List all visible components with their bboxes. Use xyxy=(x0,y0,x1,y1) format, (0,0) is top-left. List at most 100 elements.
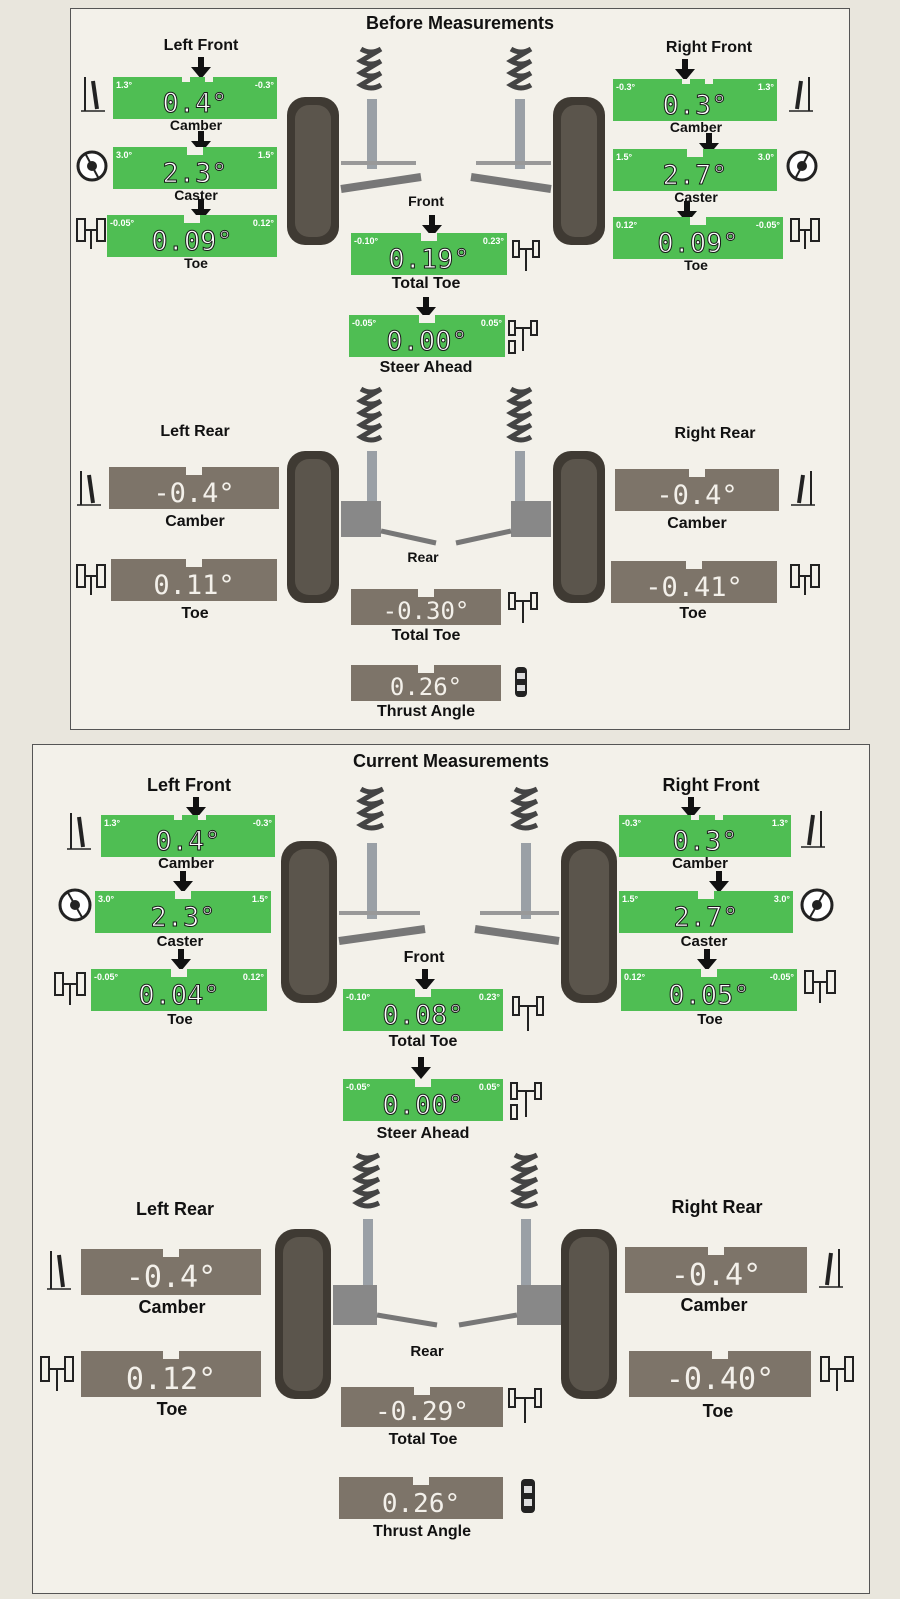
left-front-camber-value: 0.4° xyxy=(155,826,221,857)
right-rear-toe-value: -0.40° xyxy=(665,1362,775,1397)
toe-icon xyxy=(73,215,109,256)
left-front-caster-min: 3.0° xyxy=(98,894,115,904)
right-rear-toe-gauge: -0.41° xyxy=(611,561,777,603)
left-front-heading: Left Front xyxy=(163,37,239,54)
left-rear-camber-gauge: -0.4° xyxy=(81,1249,261,1295)
thrust-angle-label: Thrust Angle xyxy=(376,703,476,720)
steer-ahead-value: 0.00° xyxy=(386,326,468,357)
left-front-caster-max: 1.5° xyxy=(257,150,274,160)
thrust-angle-value: 0.26° xyxy=(381,1489,461,1519)
total-toe-icon xyxy=(507,587,541,630)
right-front-toe-value: 0.05° xyxy=(668,980,750,1011)
left-front-camber-gauge: 1.3°-0.3°0.4° xyxy=(113,77,277,119)
total-toe-icon xyxy=(507,1383,543,1430)
rear-suspension-illustration xyxy=(287,386,605,603)
left-front-toe-max: 0.12° xyxy=(242,972,264,982)
left-front-toe-label: Toe xyxy=(167,1011,193,1028)
left-front-heading: Left Front xyxy=(147,775,231,795)
left-front-toe-min: -0.05° xyxy=(110,218,135,228)
right-front-camber-min: -0.3° xyxy=(616,82,636,92)
steer-ahead-value: 0.00° xyxy=(382,1090,464,1121)
right-front-toe-max: -0.05° xyxy=(769,972,794,982)
car-icon xyxy=(517,1477,539,1520)
right-front-heading: Right Front xyxy=(665,39,753,56)
right-rear-camber-gauge: -0.4° xyxy=(615,469,779,511)
left-front-camber-gauge: 1.3°-0.3°0.4° xyxy=(101,815,275,857)
left-front-caster-gauge: 3.0°1.5°2.3° xyxy=(113,147,277,189)
thrust-angle-value: 0.26° xyxy=(389,673,463,701)
left-front-toe-value: 0.09° xyxy=(151,226,233,257)
right-front-toe-min: 0.12° xyxy=(616,220,638,230)
caster-wheel-icon xyxy=(57,887,93,928)
front-axle-label: Front xyxy=(403,949,445,966)
left-front-camber-max: -0.3° xyxy=(254,80,274,90)
left-rear-toe-label: Toe xyxy=(156,1399,188,1419)
rear-total-toe-gauge: -0.29° xyxy=(341,1387,503,1427)
left-rear-camber-gauge: -0.4° xyxy=(109,467,279,509)
left-front-caster-gauge: 3.0° 1.5° 2.3° xyxy=(95,891,271,933)
toe-icon xyxy=(801,967,839,1010)
toe-icon xyxy=(73,561,109,602)
left-front-caster-label: Caster xyxy=(174,187,218,203)
right-rear-camber-label: Camber xyxy=(680,1295,748,1315)
rear-axle-label: Rear xyxy=(410,1343,444,1360)
left-front-camber-min: 1.3° xyxy=(116,80,133,90)
toe-icon xyxy=(51,969,89,1012)
right-front-caster-label: Caster xyxy=(674,189,718,205)
right-front-toe-gauge: 0.12°-0.05°0.09° xyxy=(613,217,783,259)
steer-ahead-min: -0.05° xyxy=(346,1082,371,1092)
caster-wheel-icon xyxy=(799,887,835,928)
current-panel: Current Measurements Left Front 1.3° -0.3… xyxy=(32,744,870,1594)
right-rear-heading: Right Rear xyxy=(671,1197,763,1217)
left-front-camber-label: Camber xyxy=(158,855,214,872)
right-front-camber-label: Camber xyxy=(672,855,728,872)
right-rear-toe-gauge: -0.40° xyxy=(629,1351,811,1397)
right-front-camber-value: 0.3° xyxy=(662,90,728,121)
steer-ahead-max: 0.05° xyxy=(478,1082,500,1092)
left-rear-camber-value: -0.4° xyxy=(153,478,235,509)
before-title: Before Measurements xyxy=(365,13,555,33)
left-front-camber-max: -0.3° xyxy=(252,818,272,828)
right-front-camber-gauge: -0.3°1.3°0.3° xyxy=(613,79,777,121)
right-front-toe-max: -0.05° xyxy=(755,220,780,230)
left-rear-toe-gauge: 0.11° xyxy=(111,559,277,601)
right-front-caster-max: 3.0° xyxy=(757,152,774,162)
left-front-toe-label: Toe xyxy=(184,255,208,271)
right-rear-camber-label: Camber xyxy=(667,515,727,532)
steer-ahead-icon xyxy=(507,317,541,360)
current-title: Current Measurements xyxy=(352,751,550,771)
right-front-caster-min: 1.5° xyxy=(622,894,639,904)
toe-icon xyxy=(37,1353,77,1398)
front-total-toe-gauge: -0.10°0.23°0.19° xyxy=(351,233,507,275)
camber-icon xyxy=(817,1247,845,1294)
front-total-toe-value: 0.19° xyxy=(388,244,470,275)
toe-icon xyxy=(817,1353,857,1398)
thrust-angle-label: Thrust Angle xyxy=(372,1523,472,1540)
left-rear-camber-value: -0.4° xyxy=(125,1260,217,1295)
left-front-caster-value: 2.3° xyxy=(150,902,216,933)
thrust-angle-gauge: 0.26° xyxy=(351,665,501,701)
front-axle-label: Front xyxy=(408,193,444,209)
left-front-caster-min: 3.0° xyxy=(116,150,133,160)
left-rear-camber-label: Camber xyxy=(165,513,225,530)
steer-ahead-max: 0.05° xyxy=(480,318,502,328)
front-total-toe-min: -0.10° xyxy=(346,992,371,1002)
caster-wheel-icon xyxy=(75,149,109,188)
total-toe-icon xyxy=(511,991,545,1038)
left-rear-toe-label: Toe xyxy=(181,605,209,622)
left-rear-camber-label: Camber xyxy=(138,1297,206,1317)
left-front-toe-value: 0.04° xyxy=(138,980,220,1011)
right-front-camber-max: 1.3° xyxy=(771,818,788,828)
rear-suspension-illustration xyxy=(275,1152,617,1399)
left-front-camber-label: Camber xyxy=(169,117,223,133)
camber-icon xyxy=(789,469,817,512)
steer-ahead-label: Steer Ahead xyxy=(376,1125,470,1142)
right-front-caster-gauge: 1.5°3.0°2.7° xyxy=(619,891,793,933)
right-front-caster-label: Caster xyxy=(680,933,728,950)
right-front-caster-gauge: 1.5°3.0°2.7° xyxy=(613,149,777,191)
left-rear-toe-gauge: 0.12° xyxy=(81,1351,261,1397)
left-front-caster-max: 1.5° xyxy=(251,894,268,904)
right-front-heading: Right Front xyxy=(662,775,760,795)
front-total-toe-label: Total Toe xyxy=(388,1033,458,1050)
right-rear-toe-label: Toe xyxy=(679,605,707,622)
